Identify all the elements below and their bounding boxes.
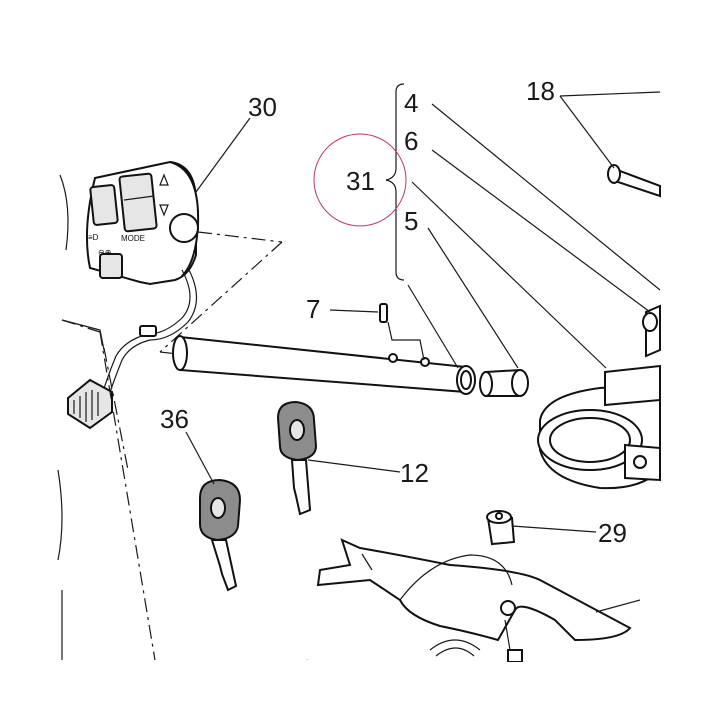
bottom-margin [0, 662, 720, 720]
callout-6: 6 [404, 126, 418, 156]
highlight-circle [313, 133, 407, 227]
leader-lines [185, 91, 661, 613]
callout-35: 35 [300, 654, 329, 684]
lower-bracket [316, 538, 632, 663]
callout-7: 7 [306, 294, 320, 324]
callout-31: 31 [346, 166, 375, 196]
bar-end-plug-5 [479, 368, 529, 397]
pin-7 [379, 303, 388, 323]
svg-text:≡D: ≡D [88, 233, 99, 242]
handlebar-tube [172, 335, 476, 395]
svg-text:⊖⊕: ⊖⊕ [98, 248, 111, 257]
bolts-18 [607, 164, 661, 358]
callout-36: 36 [160, 404, 189, 434]
mode-label: MODE [121, 234, 145, 243]
key-36 [199, 478, 242, 592]
callout-18: 18 [526, 76, 555, 106]
key-12 [276, 400, 318, 516]
wire-connector [67, 378, 113, 430]
alignment-lines [61, 231, 301, 661]
group-bracket [385, 83, 405, 281]
left-edge-parts [57, 174, 105, 660]
callout-29: 29 [598, 518, 627, 548]
nut-29 [486, 510, 516, 546]
switch-wire [101, 267, 198, 399]
callout-12: 12 [400, 458, 429, 488]
callout-labels: 30 18 4 6 31 5 7 36 12 29 [160, 76, 627, 548]
callout-4: 4 [404, 88, 418, 118]
callout-5: 5 [404, 206, 418, 236]
handlebar-clamp [537, 364, 661, 490]
callout-30: 30 [248, 92, 277, 122]
callout-35-clip: 35 [300, 654, 329, 684]
right-margin [662, 0, 720, 720]
handlebar-switch-30: MODE ≡D ⊖⊕ [85, 160, 200, 286]
